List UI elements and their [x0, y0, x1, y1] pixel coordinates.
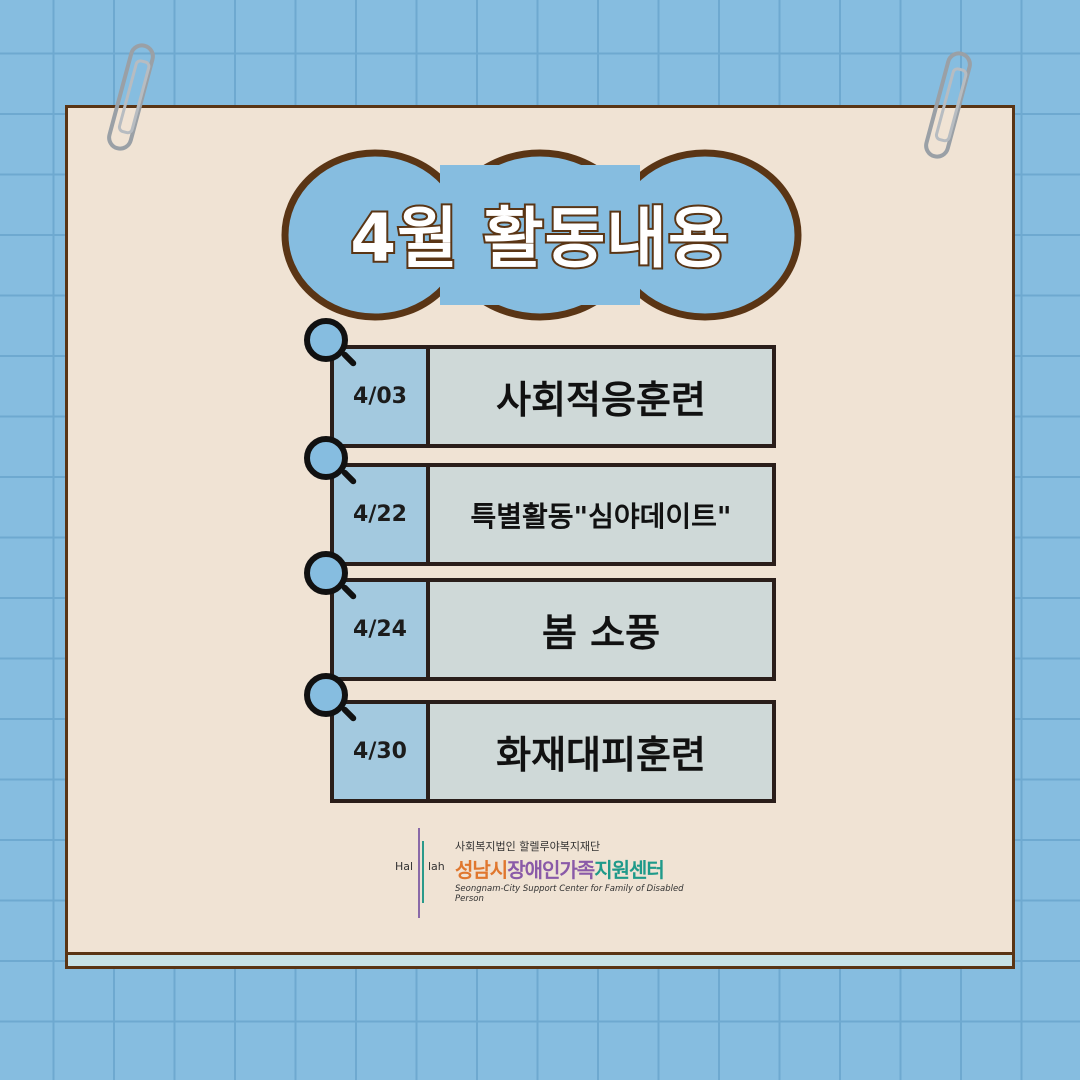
- magnifier-icon: [304, 318, 348, 362]
- magnifier-icon: [304, 436, 348, 480]
- logo-name: 성남시장애인가족지원센터: [455, 858, 665, 882]
- page-title: 4월 활동내용: [348, 198, 731, 279]
- organization-logo: Hal lah 사회복지법인 할렐루야복지재단 성남시장애인가족지원센터 Seo…: [395, 828, 715, 918]
- logo-english: Seongnam-City Support Center for Family …: [455, 884, 684, 904]
- activity-label: 봄 소풍: [541, 611, 661, 655]
- magnifier-icon: [304, 673, 348, 717]
- activity-label: 사회적응훈련: [496, 378, 706, 422]
- magnifier-icon: [304, 551, 348, 595]
- paper-bottom-strip: [68, 952, 1012, 966]
- logo-foundation: 사회복지법인 할렐루야복지재단: [455, 840, 601, 853]
- activity-label: 화재대피훈련: [496, 733, 706, 777]
- title-cloud: [281, 149, 802, 321]
- activity-label: 특별활동"심야데이트": [470, 499, 732, 533]
- logo-mark-right: lah: [428, 860, 445, 873]
- logo-mark-left: Hal: [395, 860, 414, 873]
